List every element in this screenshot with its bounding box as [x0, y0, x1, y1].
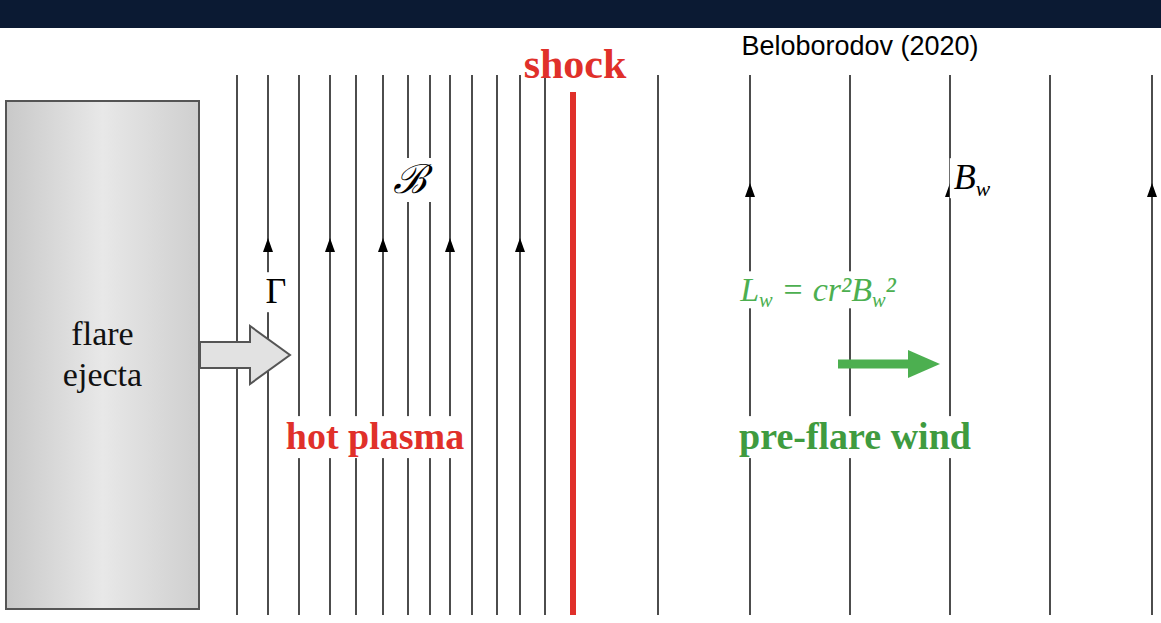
ejecta-box: flare ejecta	[5, 100, 200, 610]
region-label: hot plasma	[282, 416, 468, 458]
shock-label: shock	[524, 41, 627, 87]
wind-field-symbol: Bw	[950, 158, 994, 198]
region-label: pre-flare wind	[735, 416, 975, 458]
ejecta-motion-arrow	[200, 326, 290, 384]
field-symbol: ℬ	[389, 158, 431, 202]
lorentz-factor: Γ	[262, 272, 291, 312]
shock-front	[570, 92, 576, 615]
luminosity-formula: Lw = cr²Bw²	[736, 271, 900, 308]
wind-field-lines	[658, 75, 1152, 615]
citation: Beloborodov (2020)	[741, 32, 978, 62]
shocked-field-lines	[237, 75, 545, 615]
wind-flow-arrow	[838, 350, 940, 378]
box-label: flare ejecta	[28, 314, 178, 396]
